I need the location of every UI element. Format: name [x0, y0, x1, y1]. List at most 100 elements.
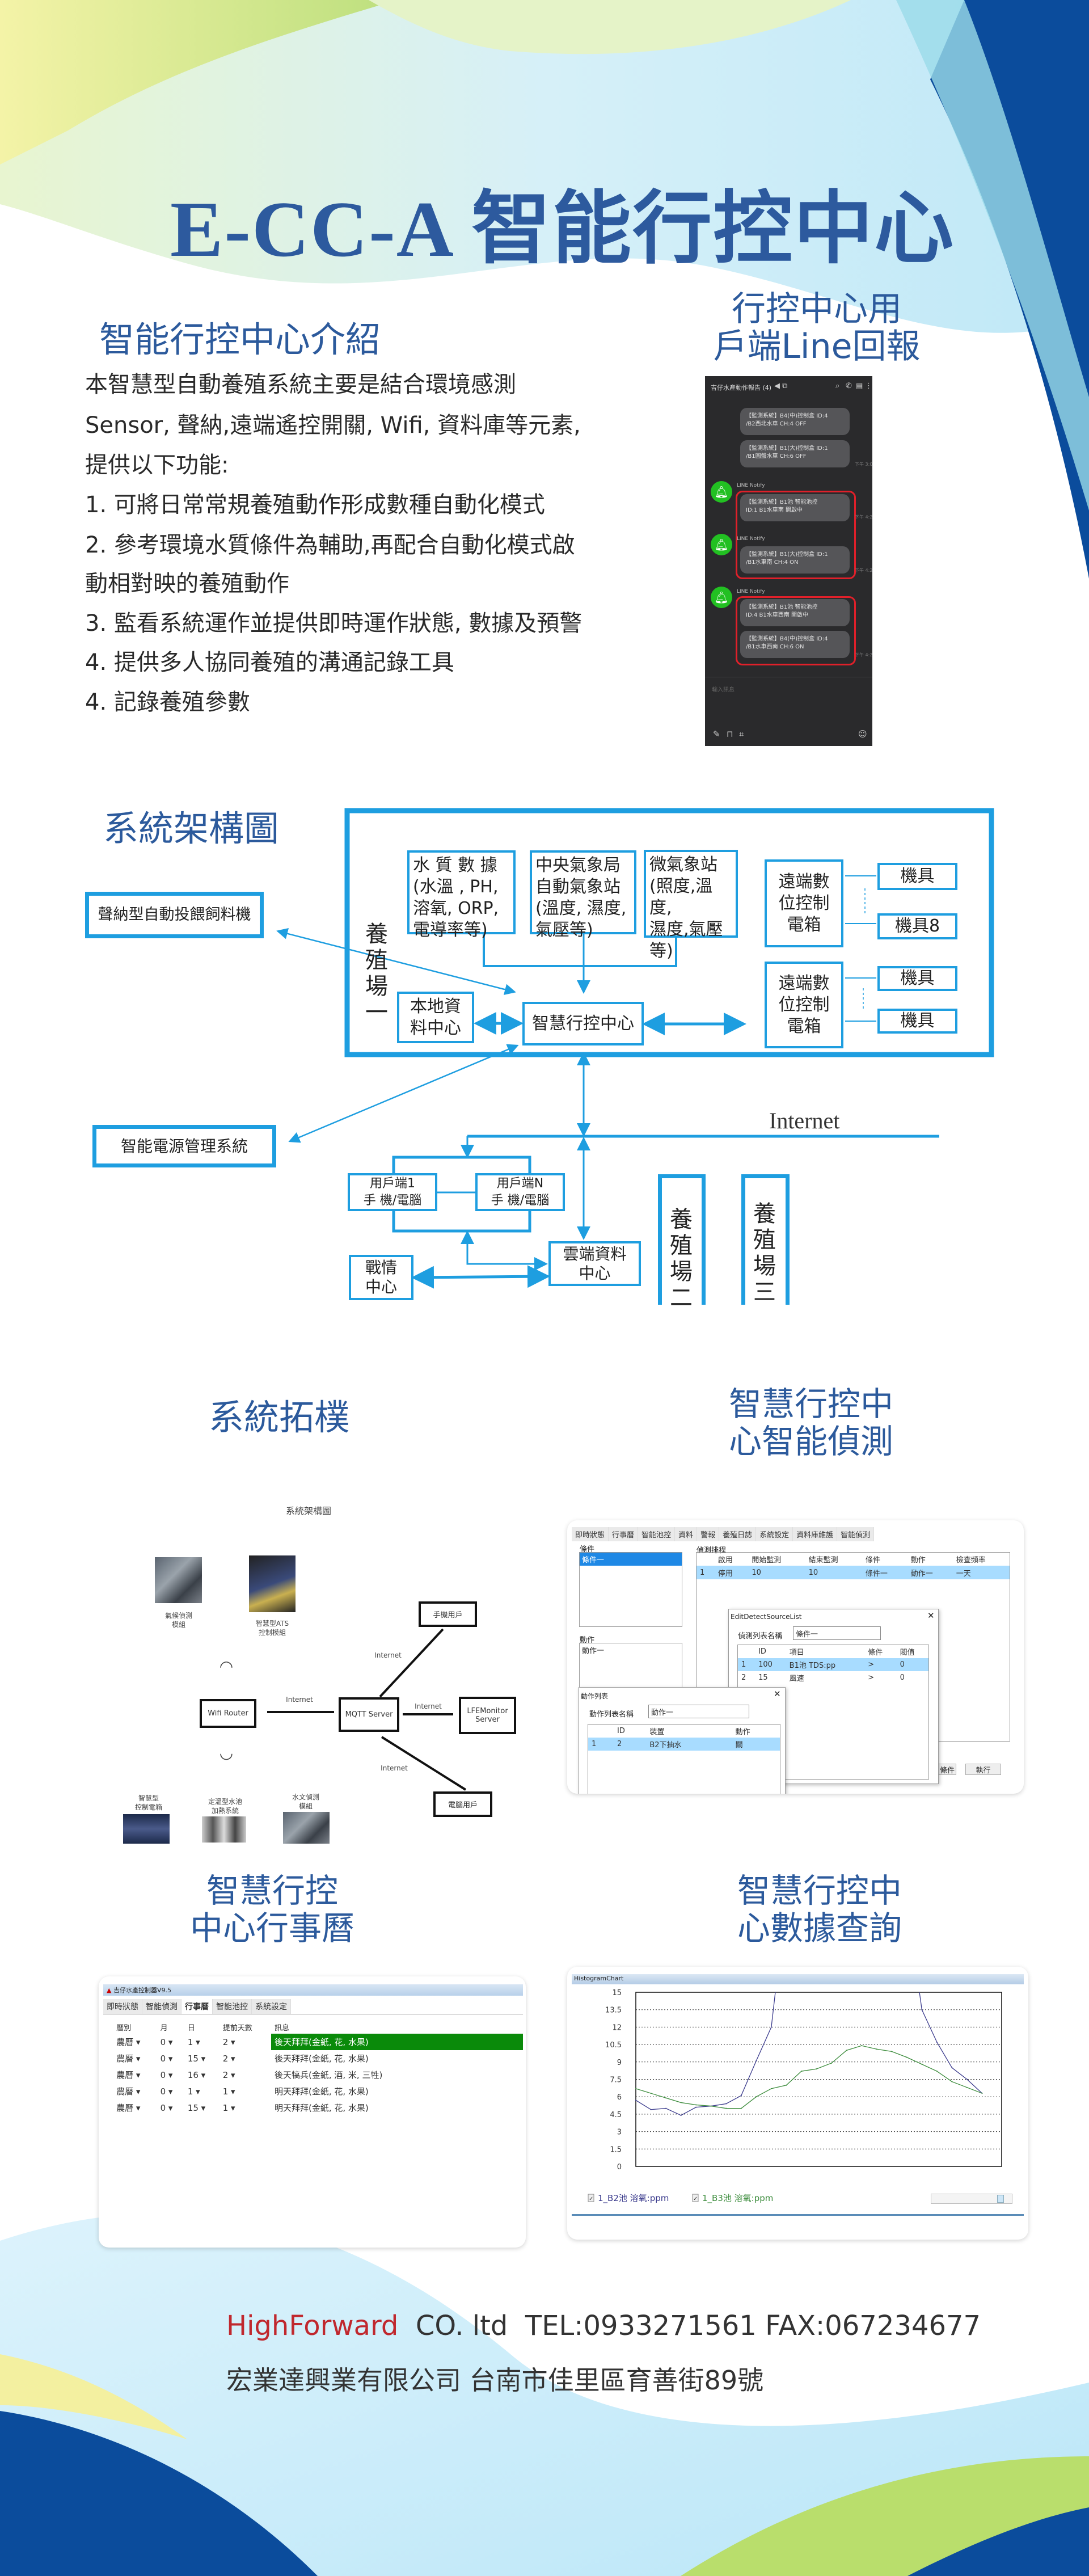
footer-address: 宏業達興業有限公司 台南市佳里區育善街89號 — [226, 2365, 764, 2396]
condition-item[interactable]: 條件一 — [580, 1553, 682, 1566]
dropdown-cell[interactable]: 1 ▾ — [187, 2086, 200, 2097]
scrollbar-thumb[interactable] — [997, 2195, 1004, 2203]
weather-module-photo — [155, 1557, 202, 1603]
dropdown-cell[interactable]: 1 ▾ — [187, 2037, 200, 2047]
tab[interactable]: 資料庫維護 — [793, 1527, 838, 1541]
more-icon[interactable]: ⋮ — [865, 382, 872, 390]
internet-label: Internet — [286, 1696, 313, 1704]
dropdown-cell[interactable]: 0 ▾ — [160, 2086, 173, 2097]
speaker-icon: ◀ ⧉ — [774, 382, 788, 390]
row-selector[interactable] — [103, 2050, 113, 2067]
hydro-module-photo — [283, 1812, 330, 1844]
conditions-list[interactable]: 條件一 — [579, 1552, 682, 1627]
dropdown-cell[interactable]: 1 ▾ — [222, 2086, 235, 2097]
dropdown-cell[interactable]: 16 ▾ — [187, 2069, 206, 2080]
dropdown-cell[interactable]: 0 ▾ — [160, 2037, 173, 2047]
window-titlebar: ▲ 吉仔水產控制器V9.5 — [103, 1984, 523, 1996]
message-input[interactable]: 輸入訊息 — [712, 687, 735, 693]
tab[interactable]: 系統設定 — [252, 1999, 291, 2014]
dropdown-cell[interactable]: 1 ▾ — [222, 2102, 235, 2113]
row-selector[interactable] — [103, 2034, 113, 2050]
dropdown-cell[interactable]: 農曆 ▾ — [116, 2103, 141, 2113]
execute-button[interactable]: 執行 — [965, 1764, 1001, 1775]
search-icon[interactable]: ⌕ — [835, 382, 840, 390]
tab[interactable]: 行事曆 — [182, 1999, 213, 2014]
data-point — [966, 2078, 968, 2080]
table-cell: 10 — [808, 1568, 818, 1577]
series-line — [919, 1992, 982, 2094]
dropdown-cell[interactable]: 2 ▾ — [222, 2069, 235, 2080]
micro-station-box: 微氣象站 (照度,溫度, 濕度,氣壓 等) — [644, 850, 738, 961]
table-row[interactable]: 農曆 ▾ 0 ▾ 15 ▾ 2 ▾ 後天拜拜(金紙, 花, 水果) — [103, 2050, 523, 2067]
close-icon[interactable]: ✕ — [774, 1689, 781, 1699]
tab[interactable]: 即時狀態 — [103, 1999, 142, 2014]
tab[interactable]: 智能偵測 — [142, 1999, 182, 2014]
tab[interactable]: 智能池控 — [638, 1527, 676, 1541]
intro-line: 4. 提供多人協同養殖的溝通記錄工具 — [85, 650, 454, 676]
column-header: 閥值 — [900, 1649, 915, 1657]
field-label: 偵測列表名稱 — [738, 1632, 783, 1641]
tab[interactable]: 養殖日誌 — [719, 1527, 757, 1541]
column-header — [697, 1553, 715, 1566]
dropdown-cell[interactable]: 0 ▾ — [160, 2069, 173, 2080]
tab[interactable]: 智能池控 — [213, 1999, 252, 2014]
window-title: HistogramChart — [574, 1975, 624, 1982]
data-point — [921, 2063, 923, 2065]
tab[interactable]: 即時狀態 — [572, 1527, 609, 1541]
chart-scrollbar[interactable] — [931, 2194, 1012, 2204]
calendar-tabs: 即時狀態智能偵測行事曆智能池控系統設定 — [103, 1999, 291, 2014]
heating-label: 定溫型水池 加熱系統 — [208, 1798, 242, 1815]
dropdown-cell[interactable]: 0 ▾ — [160, 2102, 173, 2113]
dropdown-cell[interactable]: 0 ▾ — [160, 2053, 173, 2064]
message-cell: 後天拜拜(金紙, 花, 水果) — [275, 2054, 369, 2064]
page-title: E-CC-A 智能行控中心 — [170, 185, 955, 273]
attach-icon[interactable]: ✎ — [713, 729, 720, 739]
tab[interactable]: 行事曆 — [609, 1527, 639, 1541]
y-tick-label: 4.5 — [610, 2111, 622, 2119]
data-point — [740, 2107, 742, 2109]
notes-icon[interactable]: ▤ — [856, 382, 863, 390]
phone-icon[interactable]: ✆ — [846, 382, 852, 390]
dropdown-cell[interactable]: 農曆 ▾ — [116, 2037, 141, 2047]
tab[interactable]: 智能偵測 — [837, 1527, 875, 1541]
dropdown-cell[interactable]: 農曆 ▾ — [116, 2070, 141, 2080]
dropdown-cell[interactable]: 15 ▾ — [187, 2102, 206, 2113]
crop-icon[interactable]: ⌗ — [739, 729, 744, 739]
table-row[interactable]: 農曆 ▾0 ▾15 ▾1 ▾明天拜拜(金紙, 花, 水果) — [103, 2099, 523, 2116]
row-selector[interactable] — [103, 2083, 113, 2099]
y-tick-label: 1.5 — [610, 2145, 622, 2154]
dropdown-cell[interactable]: 2 ▾ — [222, 2037, 235, 2047]
legend-checkbox — [588, 2194, 594, 2202]
schedule-label: 偵測排程 — [697, 1546, 727, 1555]
close-icon[interactable]: ✕ — [927, 1610, 935, 1621]
pc-user-node: 電腦用戶 — [433, 1791, 492, 1817]
condition-button[interactable]: 條件 — [938, 1764, 956, 1775]
tab[interactable]: 警報 — [697, 1527, 720, 1541]
row-selector[interactable] — [103, 2099, 113, 2116]
action-list-name-input[interactable]: 動作一 — [648, 1705, 749, 1718]
dropdown-cell[interactable]: 農曆 ▾ — [116, 2054, 141, 2064]
data-point — [665, 2107, 667, 2109]
emoji-icon[interactable]: ☺ — [858, 729, 867, 739]
dropdown-cell[interactable]: 15 ▾ — [187, 2053, 206, 2064]
lfemonitor-server-node: LFEMonitor Server — [459, 1697, 516, 1734]
signal-icon: ◡ — [219, 1743, 234, 1762]
tab[interactable]: 系統設定 — [756, 1527, 793, 1541]
data-point — [861, 2045, 863, 2047]
table-row[interactable]: 農曆 ▾0 ▾1 ▾2 ▾後天拜拜(金紙, 花, 水果) — [103, 2034, 523, 2050]
dropdown-cell[interactable]: 2 ▾ — [222, 2053, 235, 2064]
tab[interactable]: 資料 — [675, 1527, 698, 1541]
row-selector[interactable] — [103, 2067, 113, 2083]
dropdown-cell[interactable]: 農曆 ▾ — [116, 2086, 141, 2097]
bookmark-icon[interactable]: ⊓ — [727, 729, 733, 739]
table-row[interactable]: 農曆 ▾0 ▾16 ▾2 ▾後天犒兵(金紙, 酒, 米, 三牲) — [103, 2067, 523, 2083]
list-name-input[interactable]: 條件一 — [793, 1626, 881, 1640]
chat-sender: LINE Notify — [737, 536, 765, 542]
action-item[interactable]: 動作一 — [582, 1647, 605, 1655]
table-row[interactable]: 農曆 ▾0 ▾1 ▾1 ▾明天拜拜(金紙, 花, 水果) — [103, 2083, 523, 2099]
